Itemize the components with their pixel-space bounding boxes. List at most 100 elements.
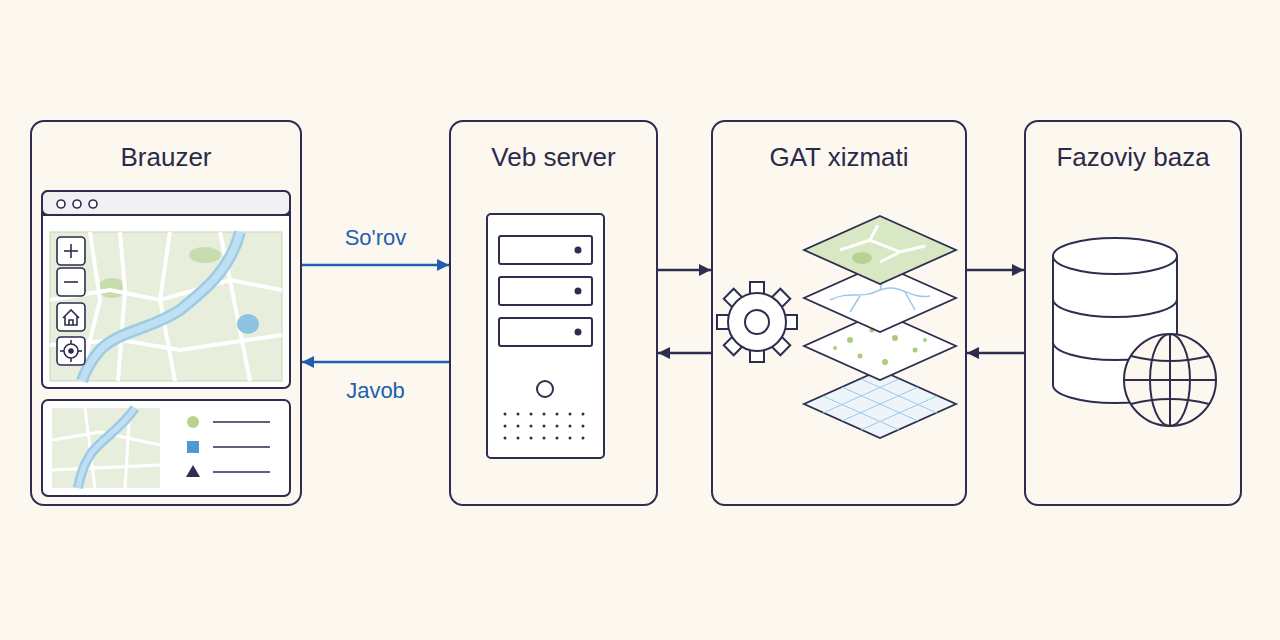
vent-dot <box>517 437 520 440</box>
flow-arrow <box>658 352 711 355</box>
browser-window <box>42 214 290 216</box>
web-map <box>98 278 126 298</box>
map-legend-panel <box>186 465 200 477</box>
vent-dot <box>517 425 520 428</box>
gear-icon <box>728 293 786 351</box>
map-controls <box>63 310 79 325</box>
map-layers <box>804 216 956 438</box>
box-heading: GAT xizmati <box>713 142 965 173</box>
component-box: GAT xizmati <box>711 120 967 506</box>
vent-dot <box>504 413 507 416</box>
map-layers <box>882 359 888 365</box>
vent-dot <box>569 425 572 428</box>
box-heading: Veb server <box>451 142 656 173</box>
arrow-label: So'rov <box>341 225 411 251</box>
web-map <box>50 232 282 381</box>
component-box: Fazoviy baza <box>1024 120 1242 506</box>
map-layers <box>861 396 937 430</box>
vent-dot <box>569 413 572 416</box>
map-controls <box>70 340 72 344</box>
vent-dot <box>517 413 520 416</box>
map-layers <box>852 252 872 264</box>
server-tower <box>487 214 604 458</box>
map-layers <box>842 387 918 421</box>
map-legend-panel <box>42 400 290 496</box>
map-layers <box>823 379 899 413</box>
browser-window <box>42 191 290 215</box>
map-controls <box>64 281 78 283</box>
vent-dot <box>556 437 559 440</box>
globe-icon <box>1131 356 1209 361</box>
map-layers <box>847 337 853 343</box>
map-legend-panel <box>52 465 160 470</box>
vent-dot <box>582 425 585 428</box>
server-vents <box>504 413 585 440</box>
globe-icon <box>1131 399 1209 404</box>
box-heading: Brauzer <box>32 142 300 173</box>
web-map <box>189 247 221 263</box>
vent-dot <box>543 437 546 440</box>
vent-dot <box>556 413 559 416</box>
web-map <box>82 232 240 381</box>
map-layers <box>892 335 898 341</box>
web-map <box>118 232 125 381</box>
vent-dot <box>543 425 546 428</box>
map-legend-panel <box>42 400 290 496</box>
vent-dot <box>504 425 507 428</box>
component-box: Veb server <box>449 120 658 506</box>
map-controls <box>60 350 64 352</box>
map-legend-panel <box>213 471 270 473</box>
map-controls <box>57 303 85 331</box>
gear-icon <box>745 310 769 334</box>
server-tower <box>576 289 581 294</box>
map-legend-panel <box>52 408 160 488</box>
vent-dot <box>582 437 585 440</box>
vent-dot <box>556 425 559 428</box>
database-cylinder <box>1053 299 1177 317</box>
flow-arrow <box>658 269 711 272</box>
map-legend-panel <box>78 408 135 488</box>
map-controls <box>70 244 72 258</box>
map-controls <box>57 337 85 365</box>
vent-dot <box>582 413 585 416</box>
map-layers <box>858 354 863 359</box>
server-tower <box>499 318 592 346</box>
database-cylinder <box>1053 238 1177 274</box>
map-legend-panel <box>78 408 135 488</box>
server-tower <box>537 381 553 397</box>
globe-icon <box>1124 334 1216 426</box>
map-controls <box>57 268 85 296</box>
flow-arrow <box>967 352 1024 355</box>
vent-dot <box>569 437 572 440</box>
server-tower <box>487 214 604 458</box>
vent-dot <box>530 425 533 428</box>
box-heading: Fazoviy baza <box>1026 142 1240 173</box>
map-legend-panel <box>213 446 270 448</box>
flow-arrow <box>302 361 449 364</box>
vent-dot <box>504 437 507 440</box>
map-controls <box>64 344 78 358</box>
map-layers <box>842 387 918 421</box>
web-map <box>160 232 175 381</box>
vent-dot <box>530 413 533 416</box>
web-map <box>50 232 282 381</box>
browser-window <box>89 200 97 208</box>
map-layers <box>913 348 918 353</box>
arrow-label: Javob <box>342 378 409 404</box>
map-controls <box>69 349 73 353</box>
flow-arrow <box>302 264 449 267</box>
vent-dot <box>543 413 546 416</box>
web-map <box>237 314 259 334</box>
component-box: Brauzer <box>30 120 302 506</box>
map-layers <box>804 216 956 284</box>
server-tower <box>576 248 581 253</box>
server-tower <box>499 277 592 305</box>
web-map <box>50 232 282 381</box>
globe-icon <box>1124 379 1216 381</box>
gear-icon <box>717 282 797 362</box>
map-legend-panel <box>187 416 199 428</box>
globe-icon <box>1124 334 1216 426</box>
